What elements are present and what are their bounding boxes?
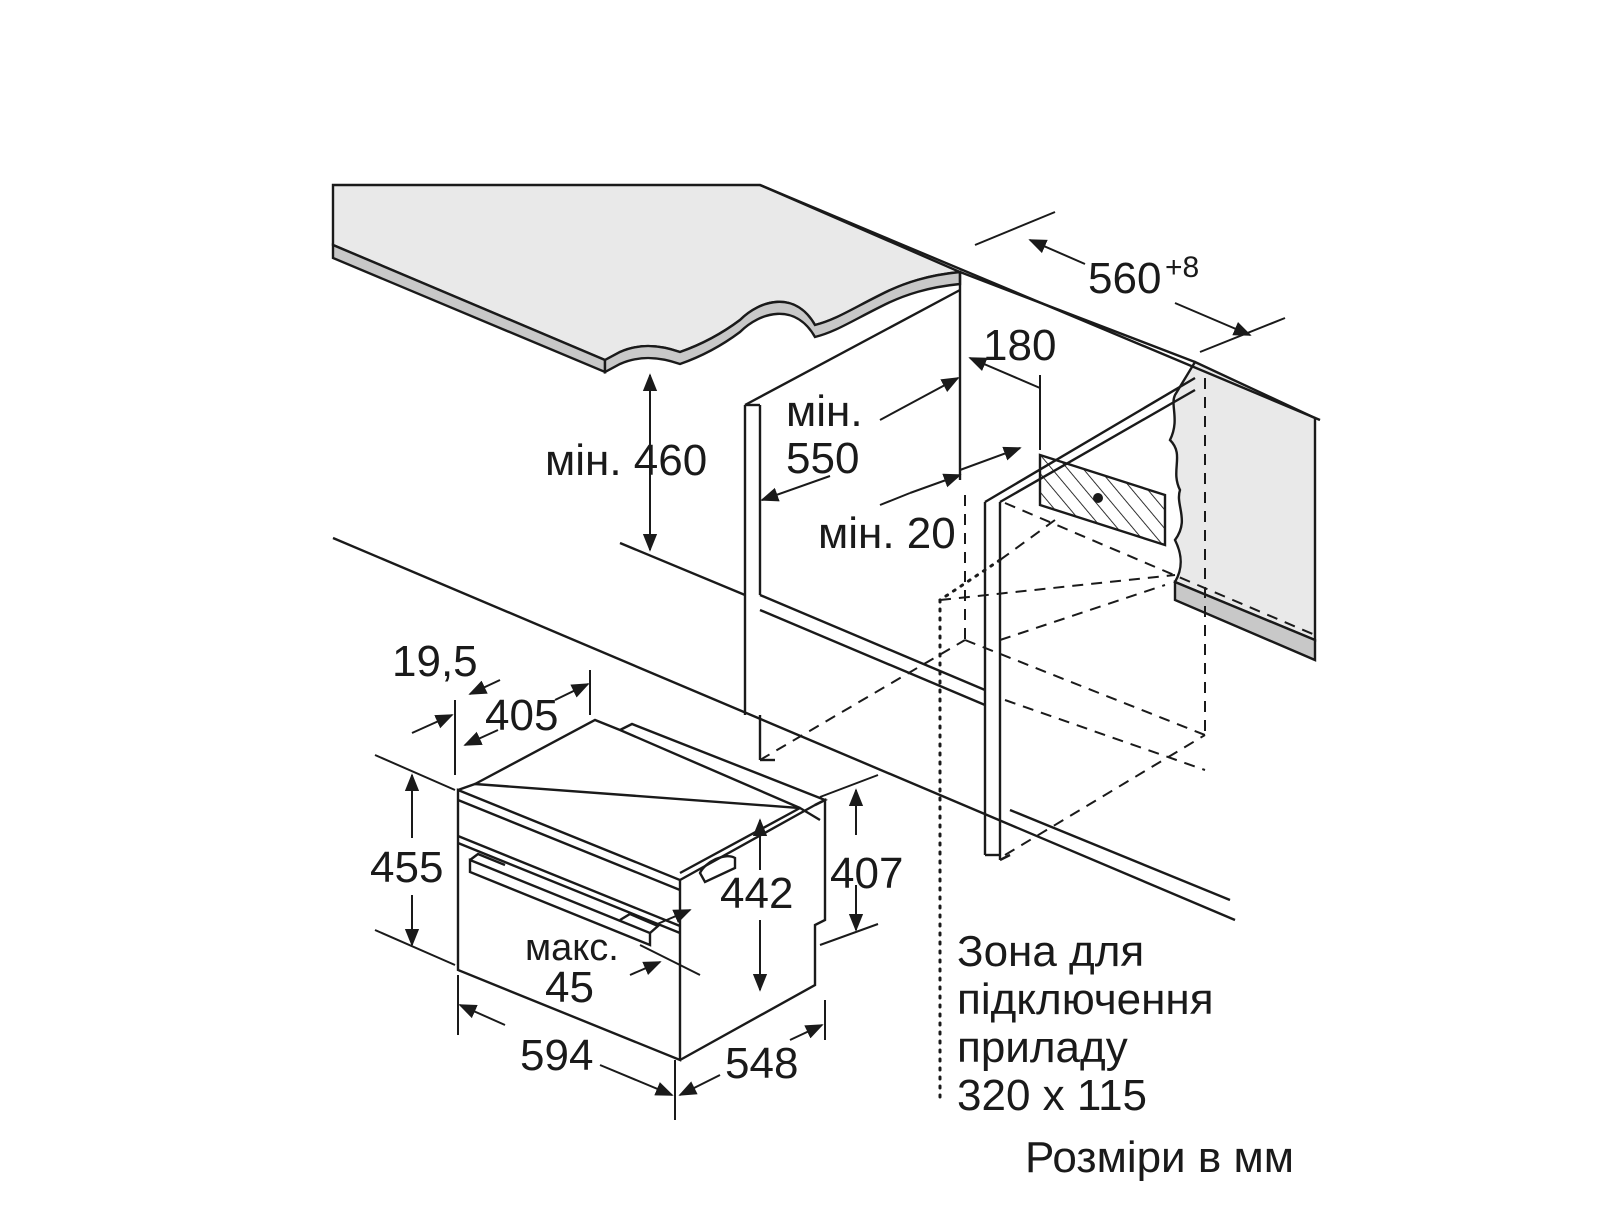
dim-max-label: макс. xyxy=(525,927,619,969)
dim-min-550-label: мін. xyxy=(786,387,863,436)
dim-niche-width-tolerance: +8 xyxy=(1165,251,1199,284)
connection-zone-line3: приладу xyxy=(957,1023,1128,1072)
dim-min-20: мін. 20 xyxy=(818,509,956,558)
dim-455: 455 xyxy=(370,843,443,892)
right-countertop xyxy=(1168,360,1317,662)
dim-407: 407 xyxy=(830,849,903,898)
dim-max-value: 45 xyxy=(545,963,594,1012)
dim-niche-width: 560 xyxy=(1088,254,1161,303)
left-countertop xyxy=(331,183,965,374)
dim-594: 594 xyxy=(520,1031,593,1080)
connection-zone-line2: підключення xyxy=(957,975,1214,1024)
dimension-lines xyxy=(374,211,1286,1120)
cabinet-niche xyxy=(332,183,1321,1102)
dim-442: 442 xyxy=(720,869,793,918)
dim-min-550-value: 550 xyxy=(786,434,859,483)
dim-min-460: мін. 460 xyxy=(545,436,707,485)
dim-405: 405 xyxy=(485,691,558,740)
connection-zone-line4: 320 x 115 xyxy=(957,1071,1147,1120)
units-note: Розміри в мм xyxy=(1025,1133,1294,1182)
dim-180: 180 xyxy=(983,321,1056,370)
connection-zone-line1: Зона для xyxy=(957,927,1144,976)
dim-548: 548 xyxy=(725,1039,798,1088)
appliance-oven xyxy=(456,718,828,1062)
dim-19-5: 19,5 xyxy=(392,637,478,686)
chevron-left-icon[interactable]: ‹ xyxy=(0,628,12,668)
